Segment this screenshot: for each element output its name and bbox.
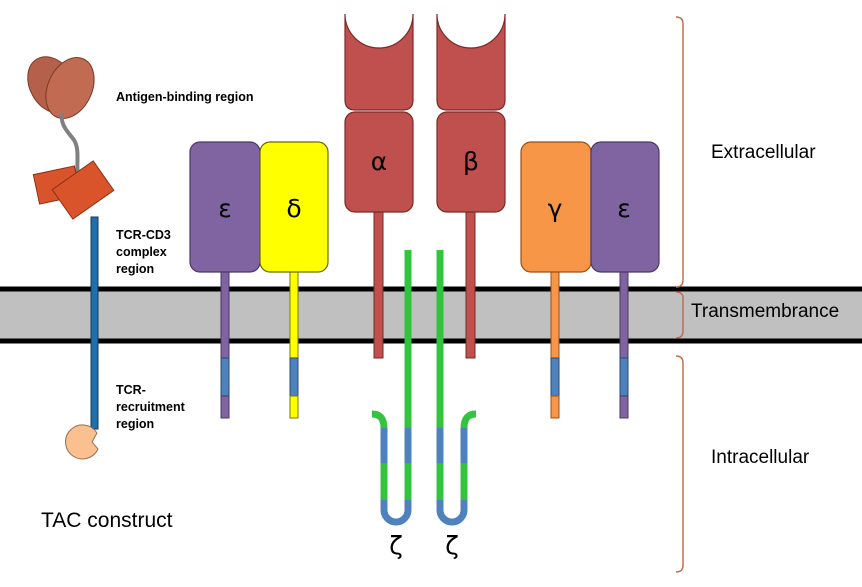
tcr-recruitment-label-line1: TCR- (116, 383, 146, 397)
cd3-epsilon-right-chain (590, 141, 660, 419)
cd3-epsilon-left-chain (189, 141, 261, 419)
zeta-left-label: ζ (389, 531, 403, 560)
tcr-recruitment-label-line3: region (116, 417, 154, 431)
epsilon-left-label: ε (218, 194, 232, 223)
antigen-binding-label: Antigen-binding region (116, 90, 253, 104)
zeta-right-label: ζ (445, 531, 459, 560)
tac-linker (59, 112, 80, 179)
intracellular-label: Intracellular (711, 447, 810, 468)
tac-construct (27, 56, 115, 460)
tcr-beta-chain (436, 13, 506, 359)
tcr-recruitment-label-line2: recruitment (116, 400, 186, 414)
beta-label: β (463, 147, 479, 176)
tac-construct-title: TAC construct (41, 509, 173, 532)
region-brackets (675, 16, 684, 573)
extracellular-bracket (675, 16, 684, 288)
tcr-cd3-label-line3: region (116, 262, 154, 276)
extracellular-label: Extracellular (711, 142, 816, 163)
cd3-binding-domain (32, 160, 115, 220)
cell-membrane (0, 286, 862, 344)
cd3-delta-chain (259, 141, 329, 419)
tac-stalk (90, 216, 99, 430)
gamma-label: γ (548, 194, 563, 223)
cd3-gamma-chain (520, 141, 592, 419)
transmembrane-label: Transmembrance (691, 301, 839, 322)
tcr-cd3-label-line1: TCR-CD3 (116, 228, 171, 242)
tcr-recruitment-domain (65, 424, 99, 460)
delta-label: δ (286, 194, 301, 223)
epsilon-right-label: ε (617, 194, 631, 223)
transmembrane-bracket (675, 291, 684, 339)
antigen-binding-domain (27, 56, 95, 119)
tcr-alpha-chain (344, 13, 414, 359)
alpha-label: α (371, 147, 387, 176)
intracellular-bracket (675, 355, 684, 573)
tcr-cd3-label-line2: complex (116, 245, 167, 259)
cd3-zeta-left-chain (371, 250, 412, 526)
cd3-zeta-right-chain (436, 250, 477, 526)
